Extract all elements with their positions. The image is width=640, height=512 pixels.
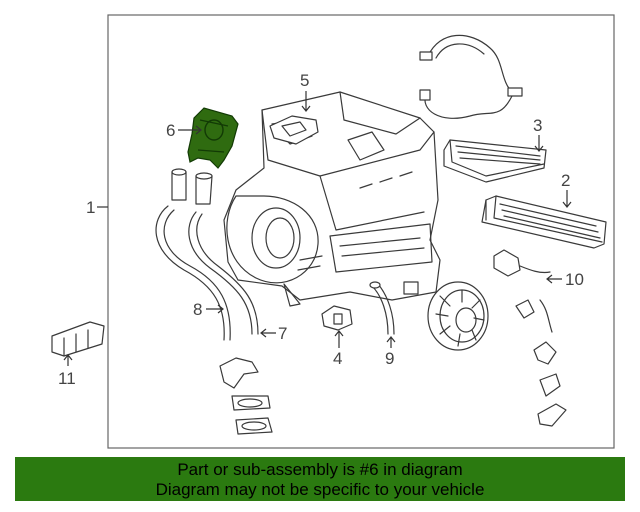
seals-bottom — [219, 357, 273, 435]
callout-6-label: 6 — [166, 121, 175, 140]
diagram-frame — [107, 14, 615, 449]
highlighted-part-6: 6 — [166, 107, 239, 169]
mounting-clip: 4 — [321, 305, 353, 368]
callout-8-label: 8 — [193, 300, 202, 319]
callout-1: 1 — [86, 198, 108, 217]
callout-4-label: 4 — [333, 349, 342, 368]
duct-bracket: 11 — [51, 321, 105, 388]
callout-2-label: 2 — [561, 171, 570, 190]
evaporator-core: 2 — [481, 171, 607, 249]
heater-pipes: 8 7 — [155, 205, 287, 343]
callout-7-label: 7 — [278, 324, 287, 343]
damper-actuator: 5 — [269, 71, 319, 145]
banner-line-1: Part or sub-assembly is #6 in diagram — [177, 460, 463, 479]
temperature-sensor: 10 — [493, 249, 584, 289]
drain-hose: 9 — [369, 281, 396, 368]
callout-3-label: 3 — [533, 116, 542, 135]
callout-10-label: 10 — [565, 270, 584, 289]
info-banner: Part or sub-assembly is #6 in diagram Di… — [15, 457, 625, 501]
callout-5-label: 5 — [300, 71, 309, 90]
wiring-harness — [419, 34, 523, 119]
heater-core: 3 — [443, 116, 547, 183]
heater-unit-assembly — [223, 91, 441, 307]
blower-motor — [403, 281, 489, 351]
heater-hose-inlets — [171, 168, 213, 205]
callout-11-label: 11 — [58, 369, 76, 388]
callout-1-label: 1 — [86, 198, 95, 217]
brackets-right — [515, 299, 567, 427]
banner-line-2: Diagram may not be specific to your vehi… — [155, 480, 485, 499]
callout-9-label: 9 — [385, 349, 394, 368]
